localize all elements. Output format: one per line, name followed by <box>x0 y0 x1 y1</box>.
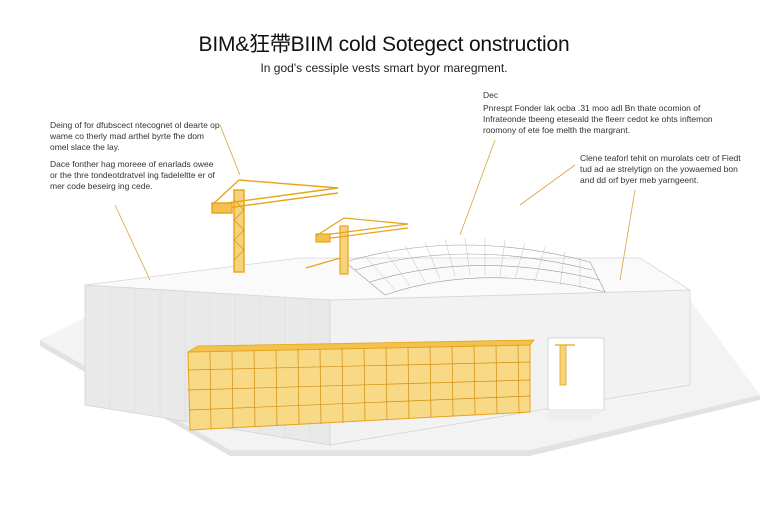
roof-truss <box>344 237 606 296</box>
annotation-left-paragraph-1: Deing of for dfubscect ntecognet ol dear… <box>50 120 220 152</box>
annotation-left: Deing of for dfubscect ntecognet ol dear… <box>50 120 220 198</box>
warehouse-racks <box>186 339 535 431</box>
annotation-top-right-label: Dec <box>483 90 499 100</box>
tower-crane-left <box>211 179 339 273</box>
leader-lines <box>114 124 636 281</box>
annotation-top-right-paragraph: Pnrespt Fonder lak ocba .31 moo adl Bn t… <box>483 103 713 135</box>
annotation-right: Clene teaforl tehit on murolats cetr of … <box>580 153 750 192</box>
page-title: BIM&狂帶BIIM cold Sotegect onstruction <box>198 33 570 56</box>
annotation-right-paragraph: Clene teaforl tehit on murolats cetr of … <box>580 153 741 185</box>
loading-door <box>545 337 605 420</box>
annotation-left-paragraph-2: Dace fonther hag moreee of enarlads owee… <box>50 159 215 191</box>
page-subtitle: In god's cessiple vests smart byor mareg… <box>260 61 508 75</box>
annotation-top-right: Dec Pnrespt Fonder lak ocba .31 moo adl … <box>483 90 733 142</box>
tower-crane-right <box>305 217 409 275</box>
